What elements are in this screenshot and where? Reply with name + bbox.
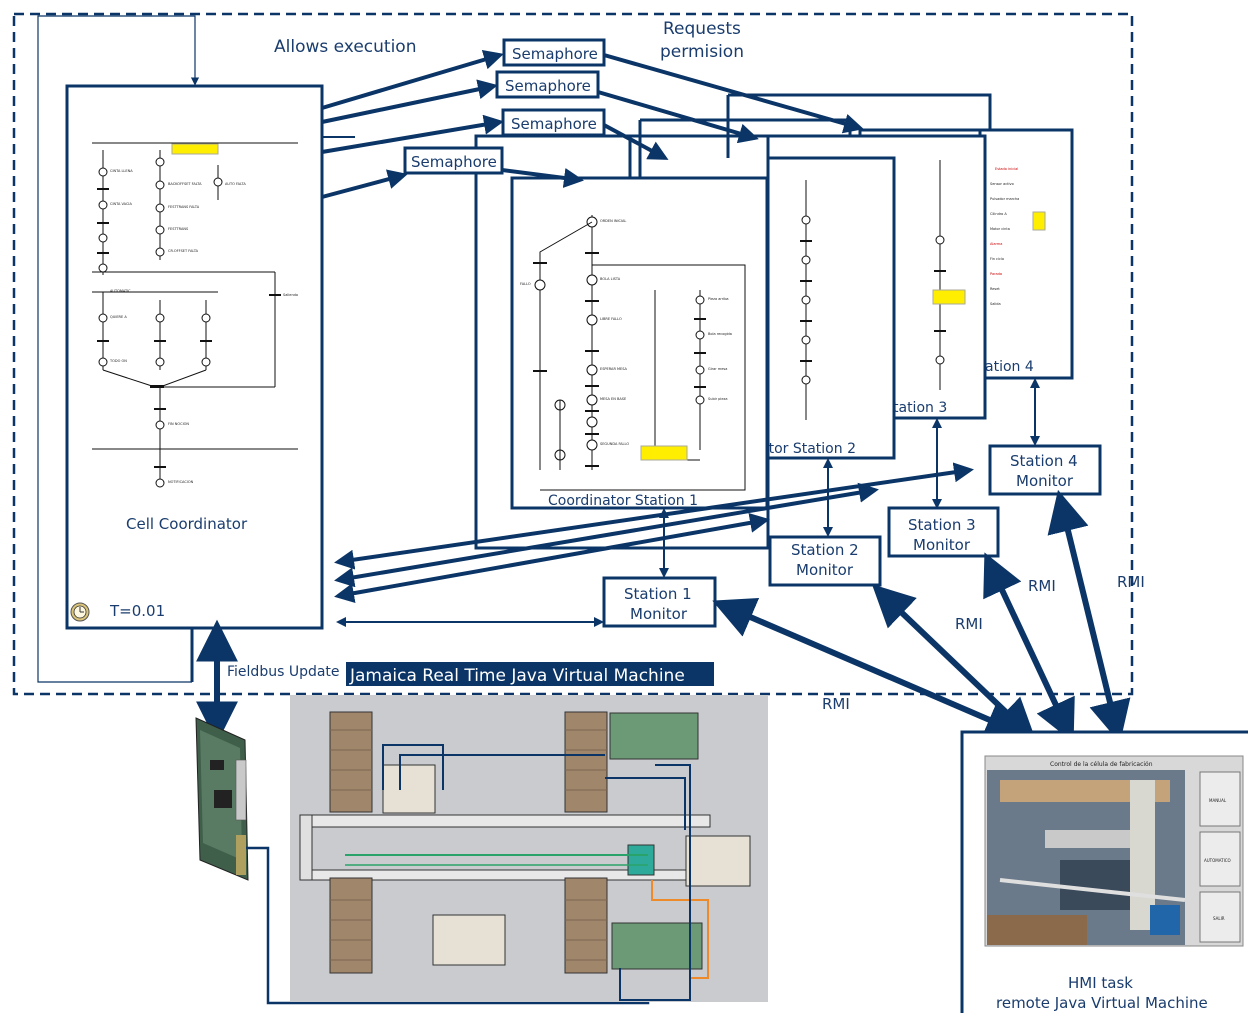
svg-text:Monitor: Monitor: [1016, 472, 1074, 490]
jvm-title: Jamaica Real Time Java Virtual Machine: [349, 666, 685, 686]
semaphore-2: Semaphore: [495, 70, 600, 99]
svg-text:CINTA VACIA: CINTA VACIA: [110, 202, 132, 206]
hmi-exit-button[interactable]: [1199, 891, 1241, 943]
svg-text:NOTIFICACION: NOTIFICACION: [168, 480, 194, 484]
svg-text:Semaphore: Semaphore: [512, 45, 598, 63]
rmi-label-1: RMI: [822, 695, 850, 713]
cell-coordinator-title: Cell Coordinator: [126, 515, 248, 533]
semaphore-1: Semaphore: [502, 38, 606, 67]
requests-permission-label-2: permision: [660, 42, 744, 62]
svg-text:BACKOFFSET FALTA: BACKOFFSET FALTA: [168, 182, 202, 186]
svg-text:FALLO: FALLO: [520, 282, 531, 286]
svg-text:Alarma: Alarma: [990, 242, 1002, 246]
svg-text:FESTTRANS: FESTTRANS: [168, 227, 189, 231]
station-3-monitor: Station 3 Monitor: [887, 506, 1000, 558]
svg-text:Semaphore: Semaphore: [511, 115, 597, 133]
svg-text:BOLA LISTA: BOLA LISTA: [600, 277, 621, 281]
svg-text:MANUAL: MANUAL: [1209, 798, 1227, 803]
svg-text:Station 2: Station 2: [791, 541, 859, 559]
rmi-label-3: RMI: [1028, 577, 1056, 595]
svg-text:Monitor: Monitor: [796, 561, 854, 579]
svg-text:Monitor: Monitor: [630, 605, 688, 623]
svg-text:Estado inicial: Estado inicial: [995, 167, 1018, 171]
svg-text:Sensor activo: Sensor activo: [990, 182, 1014, 186]
svg-text:Fin ciclo: Fin ciclo: [990, 257, 1004, 261]
hmi-camera-view: [987, 770, 1186, 945]
rmi-label-2: RMI: [955, 615, 983, 633]
svg-text:SEGUNDA FALLO: SEGUNDA FALLO: [600, 442, 629, 446]
hmi-task-label: HMI task: [1068, 974, 1133, 992]
svg-text:Girar mesa: Girar mesa: [708, 367, 727, 371]
hmi-window-title: Control de la célula de fabricación: [1050, 761, 1153, 768]
hmi-panel: Control de la célula de fabricación MANU…: [960, 730, 1248, 1013]
coordinator-loop: [37, 15, 200, 683]
svg-text:LIBRE FALLO: LIBRE FALLO: [600, 317, 622, 321]
svg-text:Pulsador marcha: Pulsador marcha: [990, 197, 1019, 201]
remote-jvm-label: remote Java Virtual Machine: [996, 994, 1208, 1012]
svg-text:CR.OFFSET FALTA: CR.OFFSET FALTA: [168, 249, 199, 253]
timing-label: T=0.01: [109, 602, 165, 620]
svg-text:Subir pieza: Subir pieza: [708, 397, 728, 401]
svg-text:Parada: Parada: [990, 272, 1002, 276]
svg-text:Semaphore: Semaphore: [411, 153, 497, 171]
clock-icon: [70, 602, 90, 622]
svg-text:CINTA LLENA: CINTA LLENA: [110, 169, 133, 173]
allows-execution-label: Allows execution: [274, 37, 416, 57]
svg-text:FESTTRANS FALTA: FESTTRANS FALTA: [168, 205, 200, 209]
semaphore-4: Semaphore: [403, 146, 504, 175]
svg-text:TODO ON: TODO ON: [109, 359, 127, 363]
svg-text:Cilindro A: Cilindro A: [990, 212, 1007, 216]
svg-text:Monitor: Monitor: [913, 536, 971, 554]
fieldbus-card-image: [195, 717, 249, 881]
svg-text:SALIR: SALIR: [1213, 916, 1225, 921]
svg-text:ORDEN INICIAL: ORDEN INICIAL: [600, 219, 626, 223]
svg-text:Bola recogida: Bola recogida: [708, 332, 732, 336]
svg-text:AUTOMATIC: AUTOMATIC: [110, 289, 131, 293]
plant-photo: [290, 695, 768, 1002]
svg-text:FIN NOCION: FIN NOCION: [168, 422, 189, 426]
svg-text:MESA EN BASE: MESA EN BASE: [600, 397, 626, 401]
requests-permission-label-1: Requests: [663, 19, 741, 39]
hmi-auto-button[interactable]: [1199, 831, 1241, 887]
station-3-title: tation 3: [893, 400, 947, 416]
svg-text:Salida: Salida: [990, 302, 1001, 306]
jvm-title-band: [346, 662, 714, 686]
svg-text:Station 3: Station 3: [908, 516, 976, 534]
svg-text:Station 4: Station 4: [1010, 452, 1078, 470]
svg-text:Pieza arriba: Pieza arriba: [708, 297, 729, 301]
station-4-title: ation 4: [985, 359, 1034, 375]
svg-text:Reset: Reset: [990, 287, 1000, 291]
jvm-boundary: [12, 12, 1134, 696]
svg-text:ESPERAR MESA: ESPERAR MESA: [600, 367, 628, 371]
hmi-manual-button[interactable]: [1199, 771, 1241, 827]
station-2-title: ator Station 2: [760, 441, 856, 457]
station-2-monitor: Station 2 Monitor: [768, 535, 882, 587]
svg-text:AUTO FALTA: AUTO FALTA: [225, 182, 246, 186]
svg-text:Semaphore: Semaphore: [505, 77, 591, 95]
station-4-monitor: Station 4 Monitor: [988, 444, 1102, 496]
cell-coordinator-page: CINTA LLENA CINTA VACIA BACKOFFSET FALTA…: [65, 84, 324, 630]
svg-text:Saliendo: Saliendo: [283, 293, 298, 297]
svg-text:QUIERE A: QUIERE A: [110, 315, 127, 319]
rmi-label-4: RMI: [1117, 573, 1145, 591]
station-1-monitor: Station 1 Monitor: [602, 576, 717, 628]
svg-text:Station 1: Station 1: [624, 585, 692, 603]
semaphore-3: Semaphore: [501, 108, 606, 137]
fieldbus-update-label: Fieldbus Update: [227, 664, 340, 680]
svg-text:Motor cinta: Motor cinta: [990, 227, 1010, 231]
coordinator-station-1-page: ORDEN INICIAL BOLA LISTA LIBRE FALLO ESP…: [510, 176, 769, 510]
svg-text:AUTOMATICO: AUTOMATICO: [1204, 858, 1231, 863]
coordinator-station-1-title: Coordinator Station 1: [548, 493, 698, 509]
